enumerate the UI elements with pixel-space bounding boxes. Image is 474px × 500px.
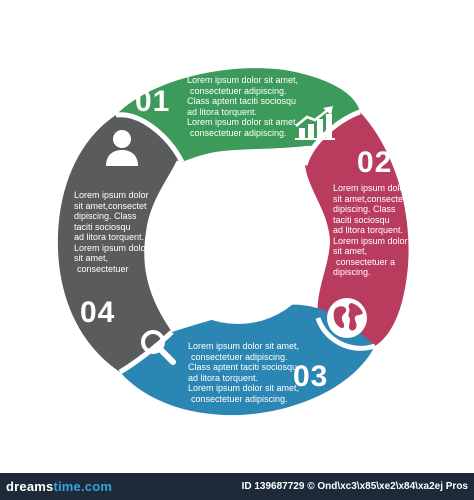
footer-bar: dreamstime.com ID 139687729 © Ond\xc3\x8…: [0, 473, 474, 500]
text-line: dipiscing.: [333, 267, 371, 277]
text-line: consectetuer a: [336, 256, 396, 267]
step-text-02: Lorem ipsum dolor sit amet,consectet dip…: [333, 183, 408, 278]
text-line: sit amet,: [74, 253, 109, 263]
magnifier-icon: [141, 330, 176, 365]
separator-3: [315, 317, 376, 351]
text-line: sit amet,consectet: [74, 200, 147, 211]
text-line: consectetuer adipiscing.: [190, 127, 287, 138]
text-line: dipiscing. Class: [74, 211, 137, 221]
text-line: Lorem ipsum dolor: [333, 235, 408, 246]
image-credit: ID 139687729 © Ond\xc3\x85\xe2\x84\xa2ej…: [241, 481, 468, 492]
segment-02: [305, 112, 409, 349]
text-line: ad litora torquent.: [187, 106, 258, 117]
step-number-02: 02: [357, 146, 393, 179]
text-line: Lorem ipsum dolor sit amet,: [188, 383, 300, 393]
step-text-03: Lorem ipsum dolor sit amet, consectetuer…: [188, 341, 299, 404]
text-line: taciti sociosqu: [74, 221, 131, 232]
text-line: consectetuer adipiscing.: [191, 351, 288, 362]
step-number-04: 04: [80, 296, 116, 329]
text-line: ad litora torquent.: [333, 225, 404, 235]
text-line: Lorem ipsum dolor: [333, 183, 408, 193]
text-line: sit amet,: [333, 246, 368, 256]
text-line: consectetuer adipiscing.: [190, 85, 287, 96]
text-line: sit amet,consectet: [333, 193, 406, 204]
text-line: consectetuer adipiscing.: [191, 393, 288, 404]
globe-icon: [327, 298, 367, 338]
user-icon: [106, 130, 138, 166]
text-line: dipiscing. Class: [333, 204, 396, 214]
circular-step-diagram: [57, 68, 409, 416]
step-text-01: Lorem ipsum dolor sit amet, consectetuer…: [187, 75, 298, 138]
step-number-01: 01: [135, 85, 171, 118]
text-line: taciti sociosqu: [333, 214, 390, 225]
step-number-03: 03: [293, 360, 329, 393]
segment-03: [120, 304, 375, 416]
brand-logo[interactable]: dreamstime.com: [6, 479, 112, 494]
segment-04: [57, 114, 178, 372]
brand-prefix: dreams: [6, 479, 54, 494]
text-line: Lorem ipsum dolor sit amet,: [187, 75, 299, 85]
text-line: consectetuer: [77, 263, 129, 274]
center-hole: [152, 152, 324, 324]
text-line: ad litora torquent.: [74, 232, 145, 242]
text-line: Lorem ipsum dolor sit amet,: [187, 117, 299, 127]
brand-suffix: time.com: [53, 479, 113, 494]
text-line: Class aptent taciti sociosqu: [187, 96, 297, 106]
text-line: Lorem ipsum dolor: [74, 190, 149, 200]
text-line: Lorem ipsum dolor sit amet,: [188, 341, 300, 351]
text-line: ad litora torquent.: [188, 372, 259, 383]
separator-1: [115, 112, 185, 164]
step-text-04: Lorem ipsum dolor sit amet,consectet dip…: [74, 190, 149, 274]
text-line: Lorem ipsum dolor: [74, 242, 149, 253]
text-line: Class aptent taciti sociosqu: [188, 362, 298, 372]
bar-chart-growth-icon: [295, 106, 335, 140]
